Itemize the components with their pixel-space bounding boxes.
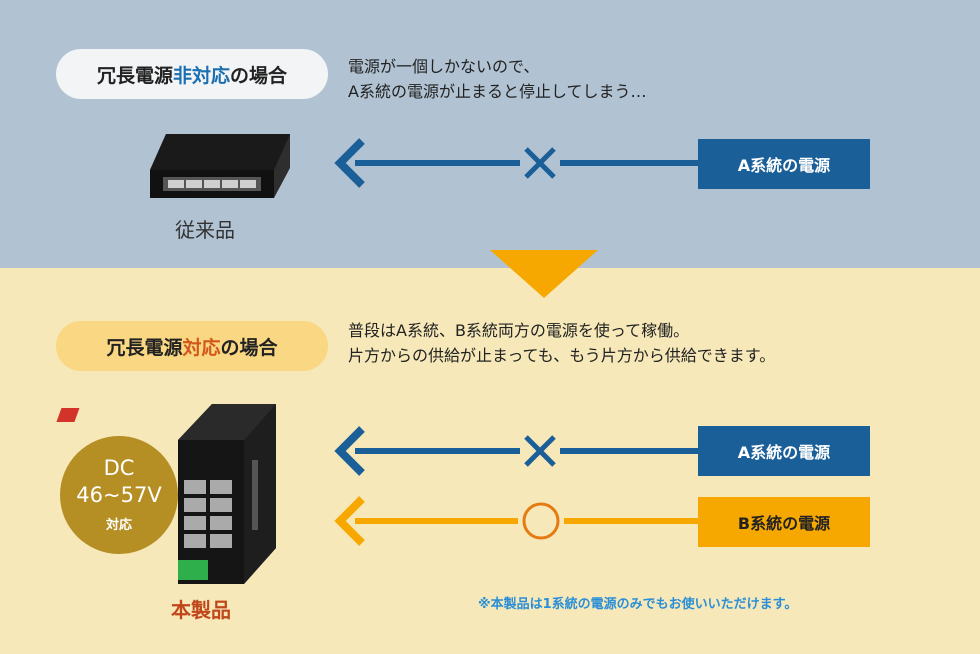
description-line: A系統の電源が止まると停止してしまう… xyxy=(348,82,647,101)
heading-highlight: 対応 xyxy=(182,336,221,359)
cross-icon xyxy=(524,147,556,179)
description-line: 片方からの供給が止まっても、もう片方から供給できます。 xyxy=(348,346,776,365)
power-line-a-top xyxy=(334,138,698,188)
description-line: 電源が一個しかないので、 xyxy=(348,57,540,76)
legacy-device-caption: 従来品 xyxy=(175,218,235,242)
badge-line: 対応 xyxy=(105,518,132,533)
source-a-box-bottom: A系統の電源 xyxy=(698,426,870,476)
power-line-a-bottom xyxy=(334,426,698,476)
circle-icon xyxy=(522,502,560,540)
cross-icon xyxy=(524,435,556,467)
footnote: ※本製品は1系統の電源のみでもお使いいただけます。 xyxy=(478,597,798,612)
heading-highlight: 非対応 xyxy=(172,64,230,87)
dc-voltage-badge: DC 46~57V 対応 xyxy=(60,436,178,554)
heading-suffix: の場合 xyxy=(230,64,288,87)
badge-line: 46~57V xyxy=(76,483,162,507)
non-redundant-heading: 冗長電源非対応の場合 xyxy=(56,49,328,99)
heading-suffix: の場合 xyxy=(220,336,278,359)
source-b-box: B系統の電源 xyxy=(698,497,870,547)
redundant-heading: 冗長電源対応の場合 xyxy=(56,321,328,371)
legacy-switch-icon xyxy=(150,134,290,198)
redundant-description: 普段はA系統、B系統両方の電源を使って稼働。 片方からの供給が止まっても、もう片… xyxy=(348,318,775,368)
heading-prefix: 冗長電源 xyxy=(96,64,173,87)
non-redundant-section xyxy=(0,0,980,268)
source-a-box-top: A系統の電源 xyxy=(698,139,870,189)
product-caption: 本製品 xyxy=(171,598,231,622)
heading-prefix: 冗長電源 xyxy=(106,336,183,359)
industrial-switch-icon xyxy=(56,404,276,584)
power-line-b xyxy=(334,496,698,546)
description-line: 普段はA系統、B系統両方の電源を使って稼働。 xyxy=(348,321,690,340)
badge-line: DC xyxy=(103,456,135,480)
down-arrow-icon xyxy=(490,250,598,298)
non-redundant-description: 電源が一個しかないので、 A系統の電源が止まると停止してしまう… xyxy=(348,54,646,104)
